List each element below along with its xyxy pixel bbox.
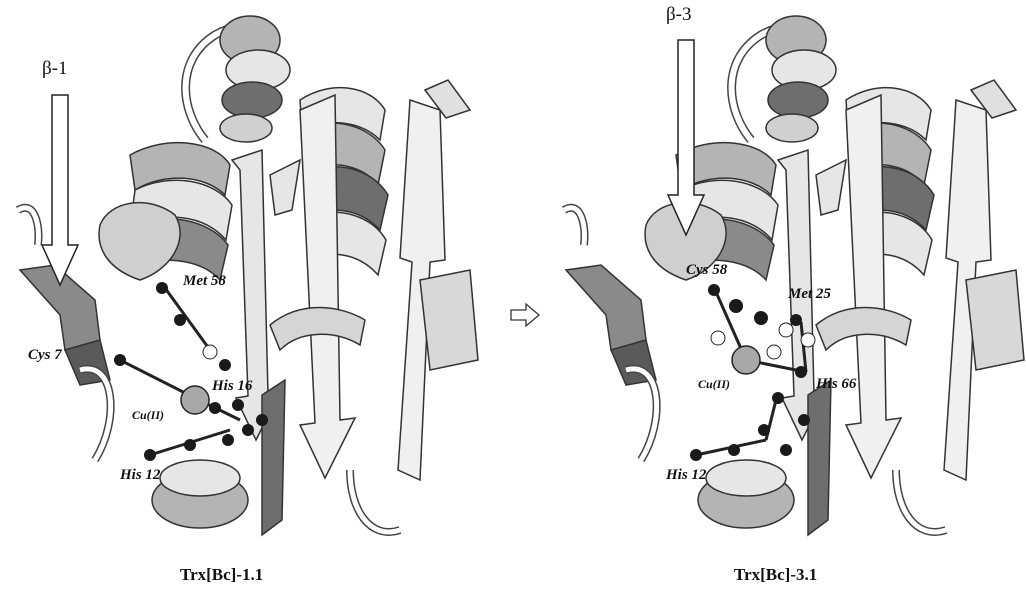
strand-label: β-3 [666,4,692,26]
down-arrow-icon [42,95,78,285]
residue-label-his-12: His 12 [666,467,706,484]
ribbon-diagram-left [0,0,480,560]
structure-caption: Trx[Bc]-3.1 [734,565,817,585]
metal-label: Cu(II) [698,377,730,392]
down-arrow-icon [668,40,704,235]
protein-structure-panel-left: β-1 Met 58 Cys 7 His 16 Cu(II) His 12 Tr… [0,0,480,595]
residue-label-met: Met 25 [788,286,831,303]
helix-top [766,16,836,142]
metal-label: Cu(II) [132,408,164,423]
protein-structure-panel-right: β-3 Cys 58 Met 25 His 66 Cu(II) His 12 T… [546,0,1026,595]
residue-label-met: Met 58 [183,273,226,290]
residue-label-cys: Cys 7 [28,347,62,364]
copper-atom [732,346,760,374]
residue-label-his-16: His 16 [212,378,252,395]
strand-label: β-1 [42,58,68,80]
residue-label-his-12: His 12 [120,467,160,484]
copper-atom [181,386,209,414]
ribbon-diagram-right [546,0,1026,560]
helix-central [645,143,778,280]
helix-central [99,143,232,280]
helix-bottom [152,460,248,528]
residue-label-cys: Cys 58 [686,262,727,279]
right-arrow-icon [510,302,540,328]
helix-top [220,16,290,142]
sheet-right [846,80,1024,480]
sheet-right [300,80,478,480]
helix-bottom [698,460,794,528]
residue-label-his-66: His 66 [816,376,856,393]
structure-caption: Trx[Bc]-1.1 [180,565,263,585]
